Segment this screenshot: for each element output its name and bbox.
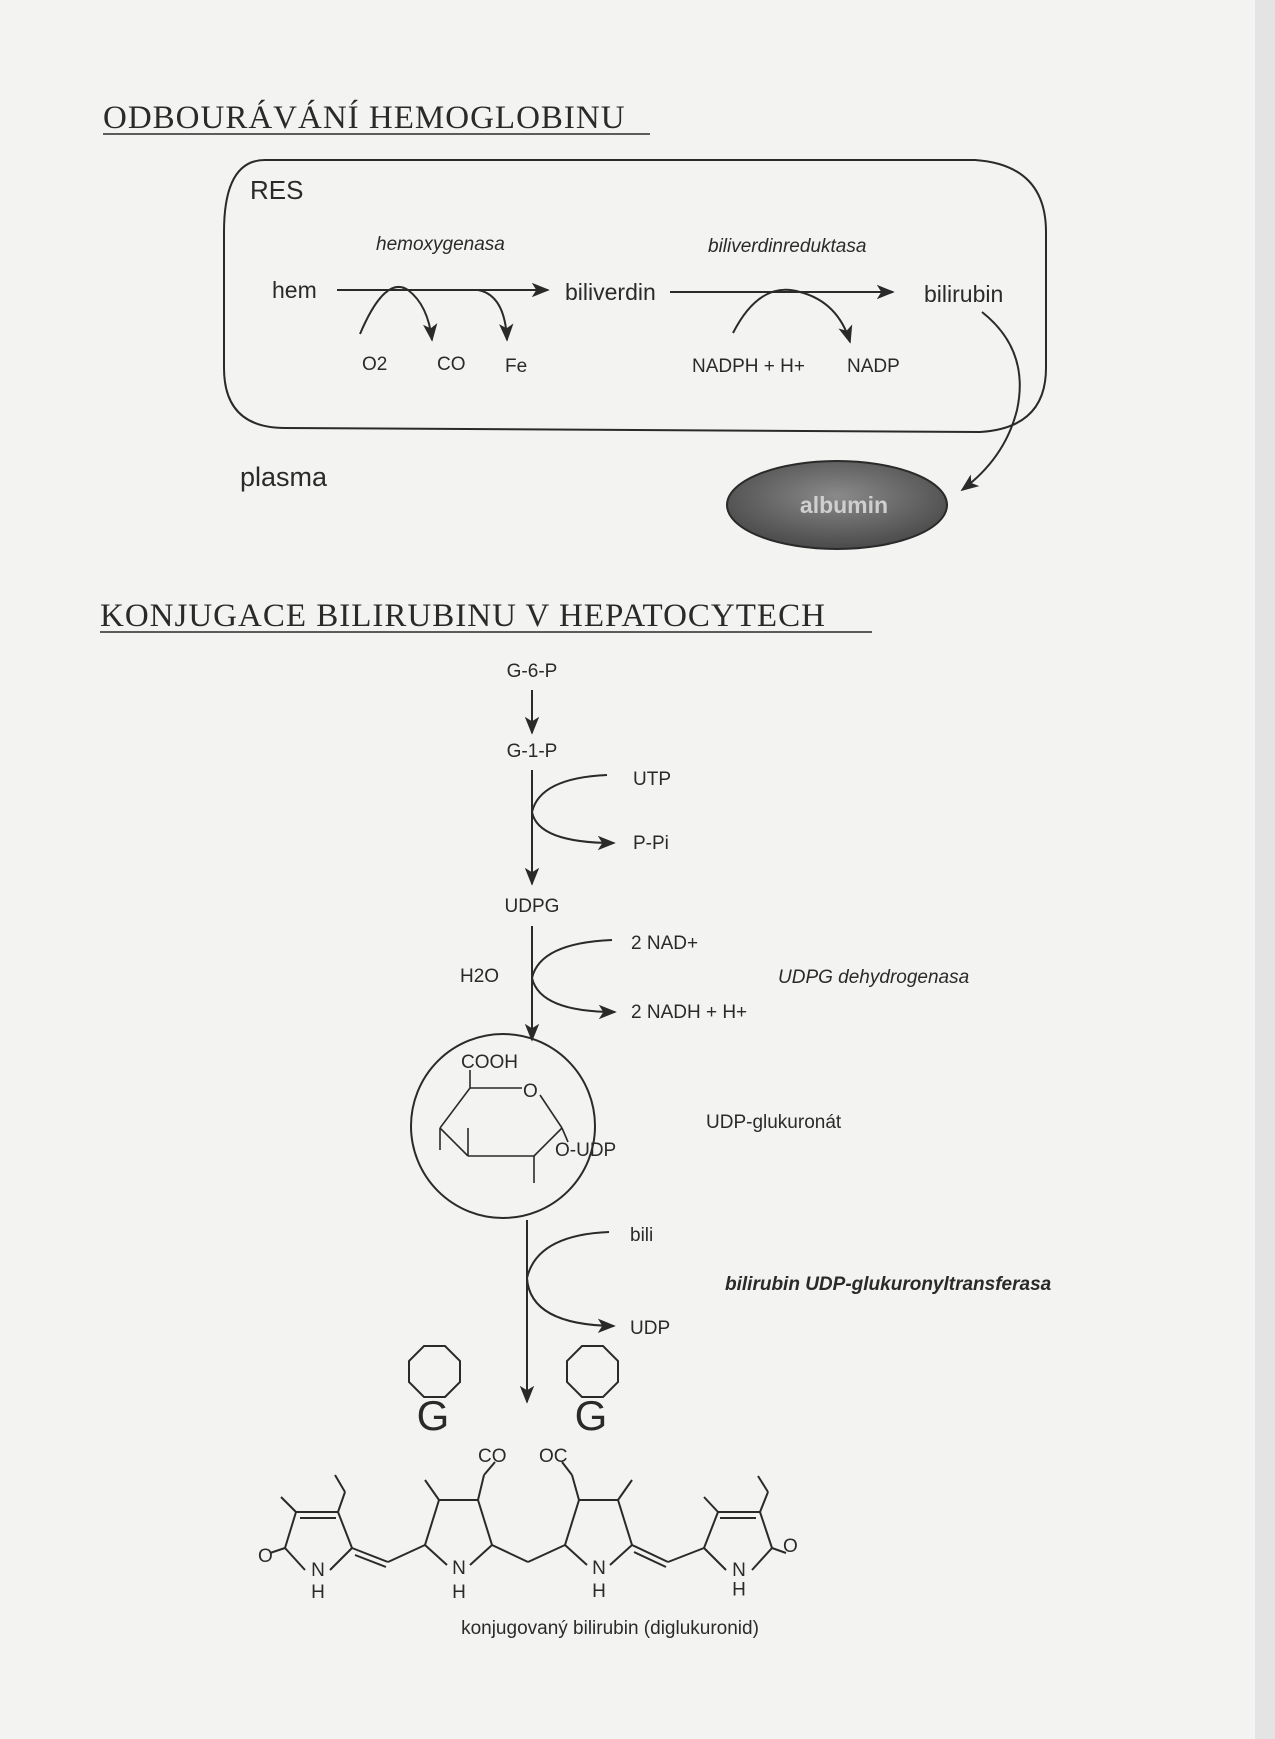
co-left-label: CO — [478, 1446, 507, 1467]
bilirubin-label: bilirubin — [924, 281, 1003, 307]
oc-right-label: OC — [539, 1446, 568, 1467]
cofactor-nadp: NADP — [847, 356, 900, 377]
hydrogen-d: H — [732, 1580, 746, 1601]
ppi-label: P-Pi — [633, 833, 669, 854]
nad-label: 2 NAD+ — [631, 933, 698, 954]
arc-fe — [477, 289, 514, 342]
enzyme-udpg-dehydrogenasa: UDPG dehydrogenasa — [778, 967, 969, 988]
nitrogen-c: N — [592, 1558, 606, 1579]
udp-glukuronat-circle — [410, 1033, 596, 1219]
g6p-label: G-6-P — [507, 661, 558, 682]
cofactor-o2: O2 — [362, 354, 387, 375]
oxygen-right: O — [783, 1536, 798, 1557]
page-edge — [1255, 0, 1275, 1739]
hydrogen-b: H — [452, 1582, 466, 1603]
g1p-label: G-1-P — [507, 741, 558, 762]
udp-glukuronat-label: UDP-glukuronát — [706, 1112, 842, 1133]
ring-oxygen: O — [523, 1081, 538, 1102]
cofactor-nadph: NADPH + H+ — [692, 356, 805, 377]
arc-nad-nadh — [530, 939, 617, 1020]
nitrogen-d: N — [732, 1560, 746, 1581]
hydrogen-c: H — [592, 1581, 606, 1602]
cofactor-co: CO — [437, 354, 466, 375]
udpg-label: UDPG — [505, 896, 560, 917]
nitrogen-b: N — [452, 1558, 466, 1579]
arc-bili-udp — [525, 1231, 616, 1334]
res-label: RES — [250, 175, 303, 205]
utp-label: UTP — [633, 769, 671, 790]
udp-label: UDP — [630, 1318, 670, 1339]
glucuronide-octagon-right — [566, 1345, 619, 1398]
enzyme-biliverdinreduktasa: biliverdinreduktasa — [708, 236, 866, 257]
glucuronide-g-right: G — [575, 1392, 608, 1439]
cofactor-fe: Fe — [505, 356, 527, 377]
hydrogen-a: H — [311, 1582, 325, 1603]
glucuronate-ring-structure — [439, 1070, 569, 1183]
cooh-label: COOH — [461, 1052, 518, 1073]
albumin-label: albumin — [800, 492, 888, 518]
arc-utp-ppi — [530, 774, 616, 851]
arrow-bilirubin-albumin — [960, 311, 1021, 492]
glucuronide-octagon-left — [408, 1345, 461, 1398]
albumin-ellipse — [726, 460, 948, 550]
bilirubin-diglucuronide-structure — [269, 1345, 787, 1571]
biliverdin-label: biliverdin — [565, 279, 656, 305]
section1-title: ODBOURÁVÁNÍ HEMOGLOBINU — [103, 99, 626, 136]
h2o-label: H2O — [460, 966, 499, 987]
nitrogen-a: N — [311, 1560, 325, 1581]
enzyme-hemoxygenasa: hemoxygenasa — [376, 234, 505, 255]
nadh-label: 2 NADH + H+ — [631, 1002, 747, 1023]
res-compartment-box — [223, 159, 1047, 434]
glucuronide-g-left: G — [417, 1392, 450, 1439]
section2-title: KONJUGACE BILIRUBINU V HEPATOCYTECH — [100, 598, 826, 634]
hem-label: hem — [272, 277, 317, 303]
enzyme-ugt: bilirubin UDP-glukuronyltransferasa — [725, 1274, 1052, 1295]
arc-o2-co — [359, 285, 438, 342]
conjugated-bilirubin-caption: konjugovaný bilirubin (diglukuronid) — [461, 1618, 759, 1639]
plasma-label: plasma — [240, 462, 328, 492]
arc-nadph — [732, 288, 853, 344]
bili-label: bili — [630, 1225, 653, 1246]
oxygen-left: O — [258, 1546, 273, 1567]
o-udp-label: O-UDP — [555, 1140, 616, 1161]
